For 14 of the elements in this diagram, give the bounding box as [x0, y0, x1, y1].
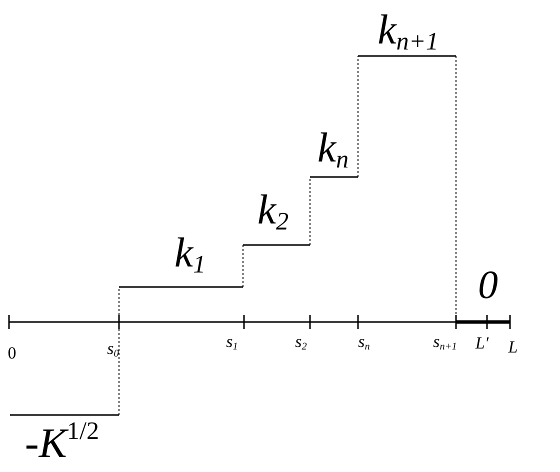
level-label: k$_{n+1}$ — [378, 9, 438, 55]
tick-label: L — [508, 338, 518, 356]
tick-label: s$_{1}$ — [226, 333, 238, 353]
level-label: k$_{2}$ — [257, 189, 289, 235]
level-label: 0 — [478, 265, 498, 305]
tick-label: s$_{2}$ — [295, 333, 307, 353]
tick-label: s$_{n}$ — [358, 333, 370, 353]
tick-label: 0 — [8, 344, 16, 362]
level-label: k$_{1}$ — [174, 232, 206, 278]
level-label: -K$^{1/2}$ — [24, 419, 100, 465]
level-label: k$_{n}$ — [317, 127, 349, 173]
tick-label: s$_{n+1}$ — [433, 333, 457, 353]
tick-label: L′ — [475, 334, 489, 352]
tick-label: s$_{0}$ — [107, 340, 119, 360]
